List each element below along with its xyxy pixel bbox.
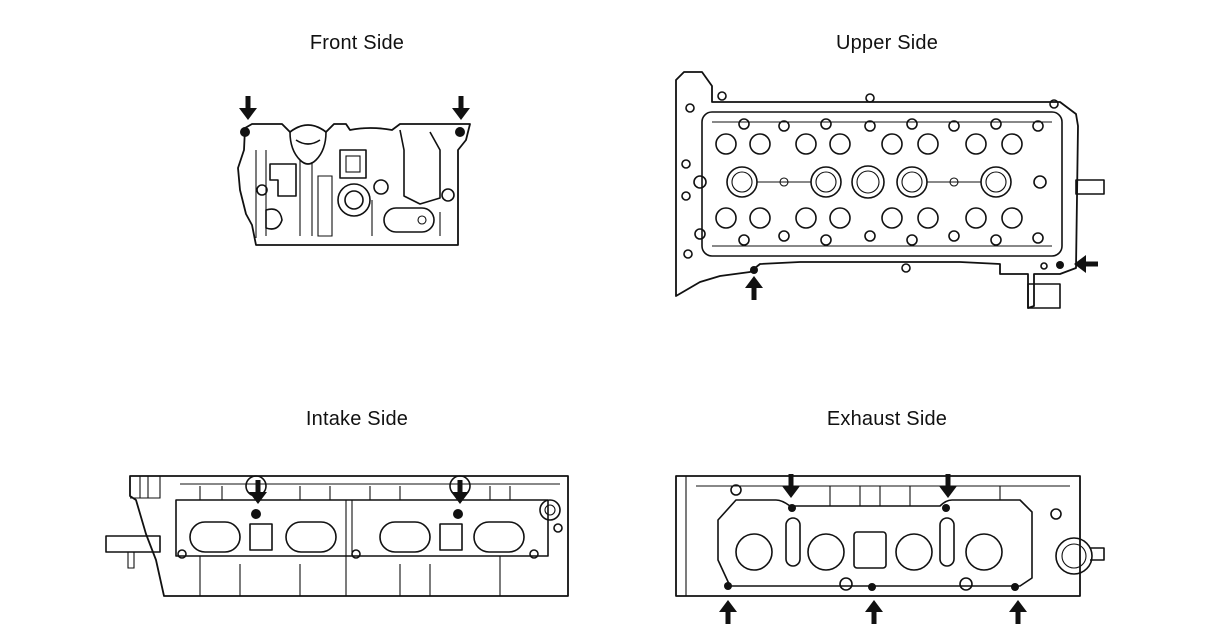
upper-valve-row-bottom [715, 207, 1023, 229]
front-side-view [237, 96, 471, 246]
upper-side-title: Upper Side [835, 32, 939, 54]
exhaust-bottom-right-arrow [1009, 600, 1027, 624]
exhaust-bottom-left-arrow [719, 600, 737, 624]
front-left-arrow [239, 96, 257, 120]
exhaust-bottom-middle-arrow [865, 600, 883, 624]
upper-bolt-holes [681, 91, 1059, 273]
front-side-title: Front Side [309, 32, 405, 54]
upper-side-view [675, 71, 1105, 309]
intake-side-view [105, 475, 569, 597]
exhaust-side-view [675, 474, 1105, 624]
intake-side-title: Intake Side [305, 408, 409, 430]
upper-bottom-arrow [745, 276, 763, 300]
upper-right-arrow [1074, 255, 1098, 273]
upper-valve-row-top [715, 133, 1023, 155]
exhaust-side-title: Exhaust Side [826, 408, 948, 430]
front-right-arrow [452, 96, 470, 120]
